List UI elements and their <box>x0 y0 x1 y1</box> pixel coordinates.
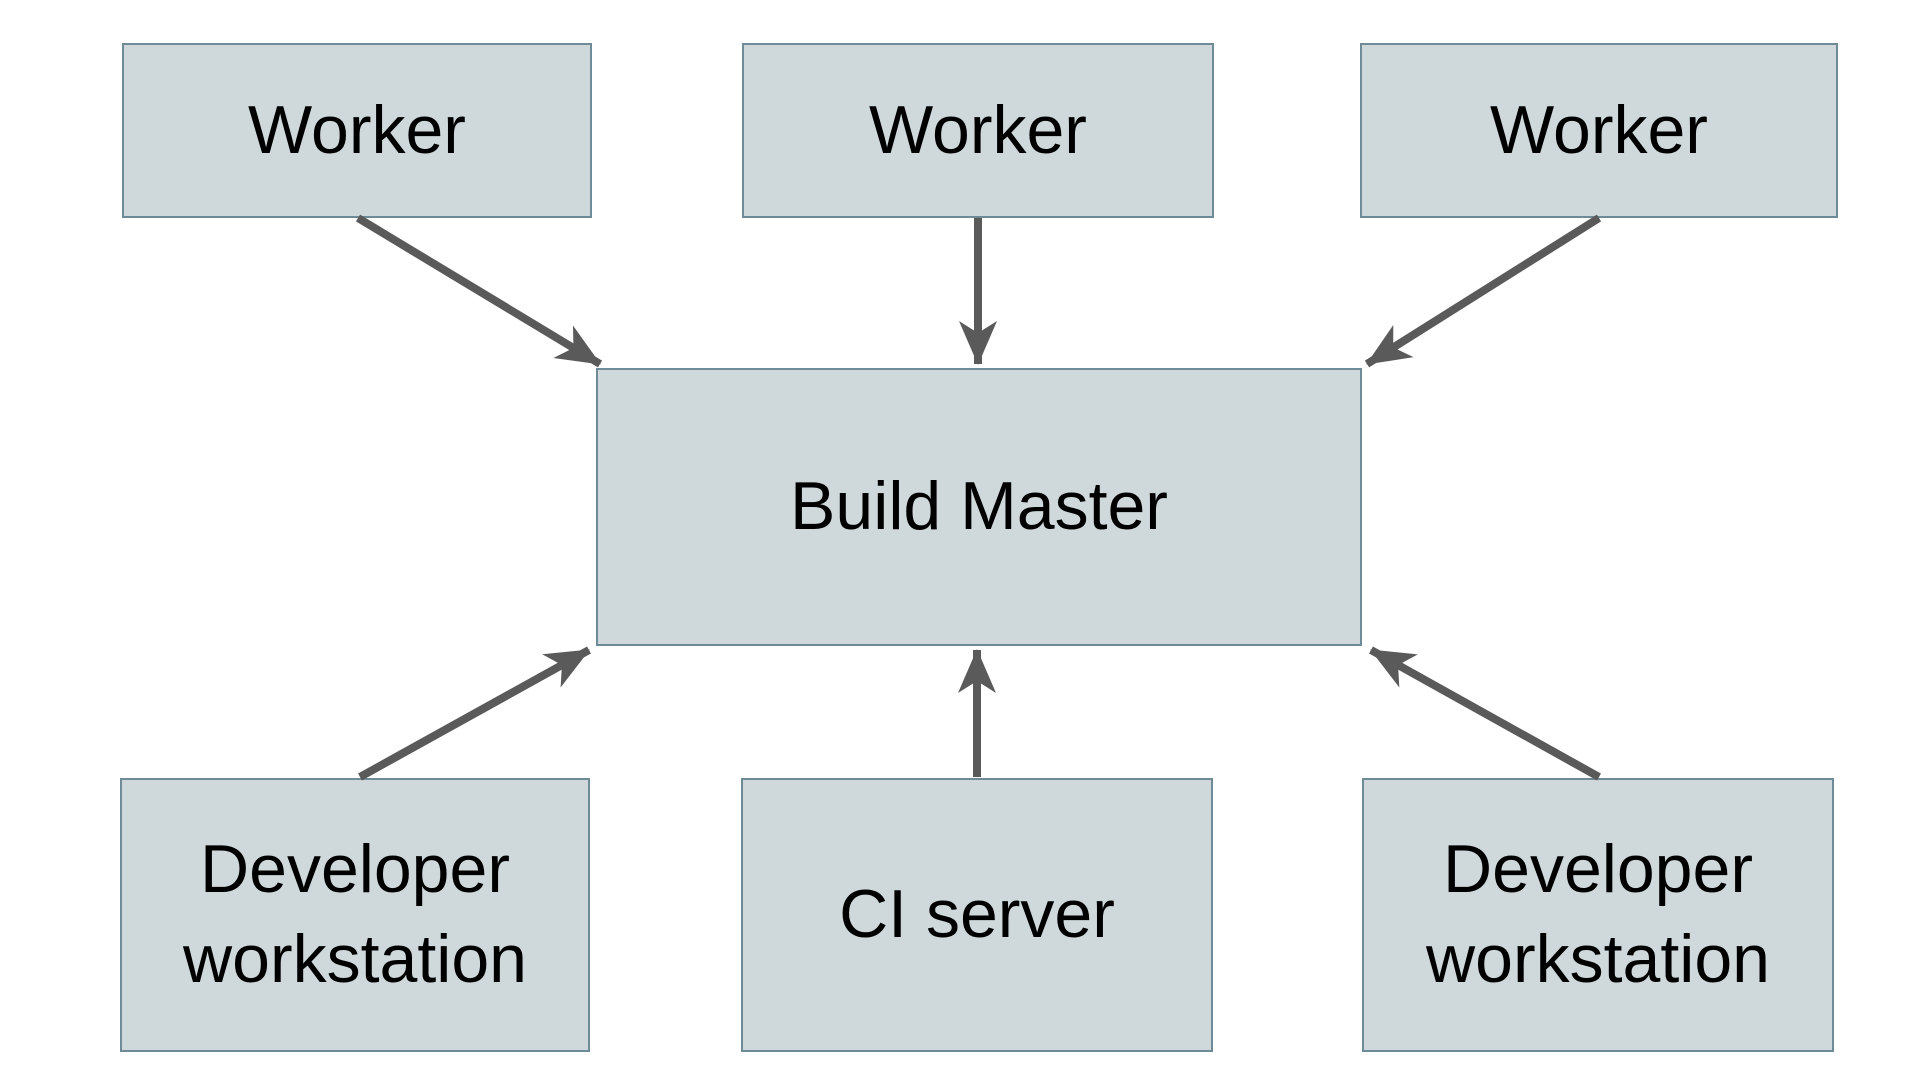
node-label: Developer workstation <box>183 831 527 997</box>
arrow-developer-workstation-right-to-build-master <box>1369 646 1601 781</box>
node-label: Build Master <box>790 468 1168 545</box>
node-build-master: Build Master <box>596 368 1362 646</box>
node-worker-1: Worker <box>122 43 592 218</box>
node-worker-3: Worker <box>1360 43 1838 218</box>
node-ci-server: CI server <box>741 778 1213 1052</box>
node-label: Worker <box>248 91 466 168</box>
node-developer-workstation-right: Developer workstation <box>1362 778 1834 1052</box>
node-label: Worker <box>1490 91 1708 168</box>
node-developer-workstation-left: Developer workstation <box>120 778 590 1052</box>
arrow-developer-workstation-left-to-build-master <box>358 646 591 781</box>
node-worker-2: Worker <box>742 43 1214 218</box>
node-label: Developer workstation <box>1426 831 1770 997</box>
node-label: CI server <box>839 876 1115 953</box>
arrow-worker-1-to-build-master <box>355 214 603 368</box>
node-label: Worker <box>869 91 1087 168</box>
arrow-worker-3-to-build-master <box>1364 214 1602 368</box>
